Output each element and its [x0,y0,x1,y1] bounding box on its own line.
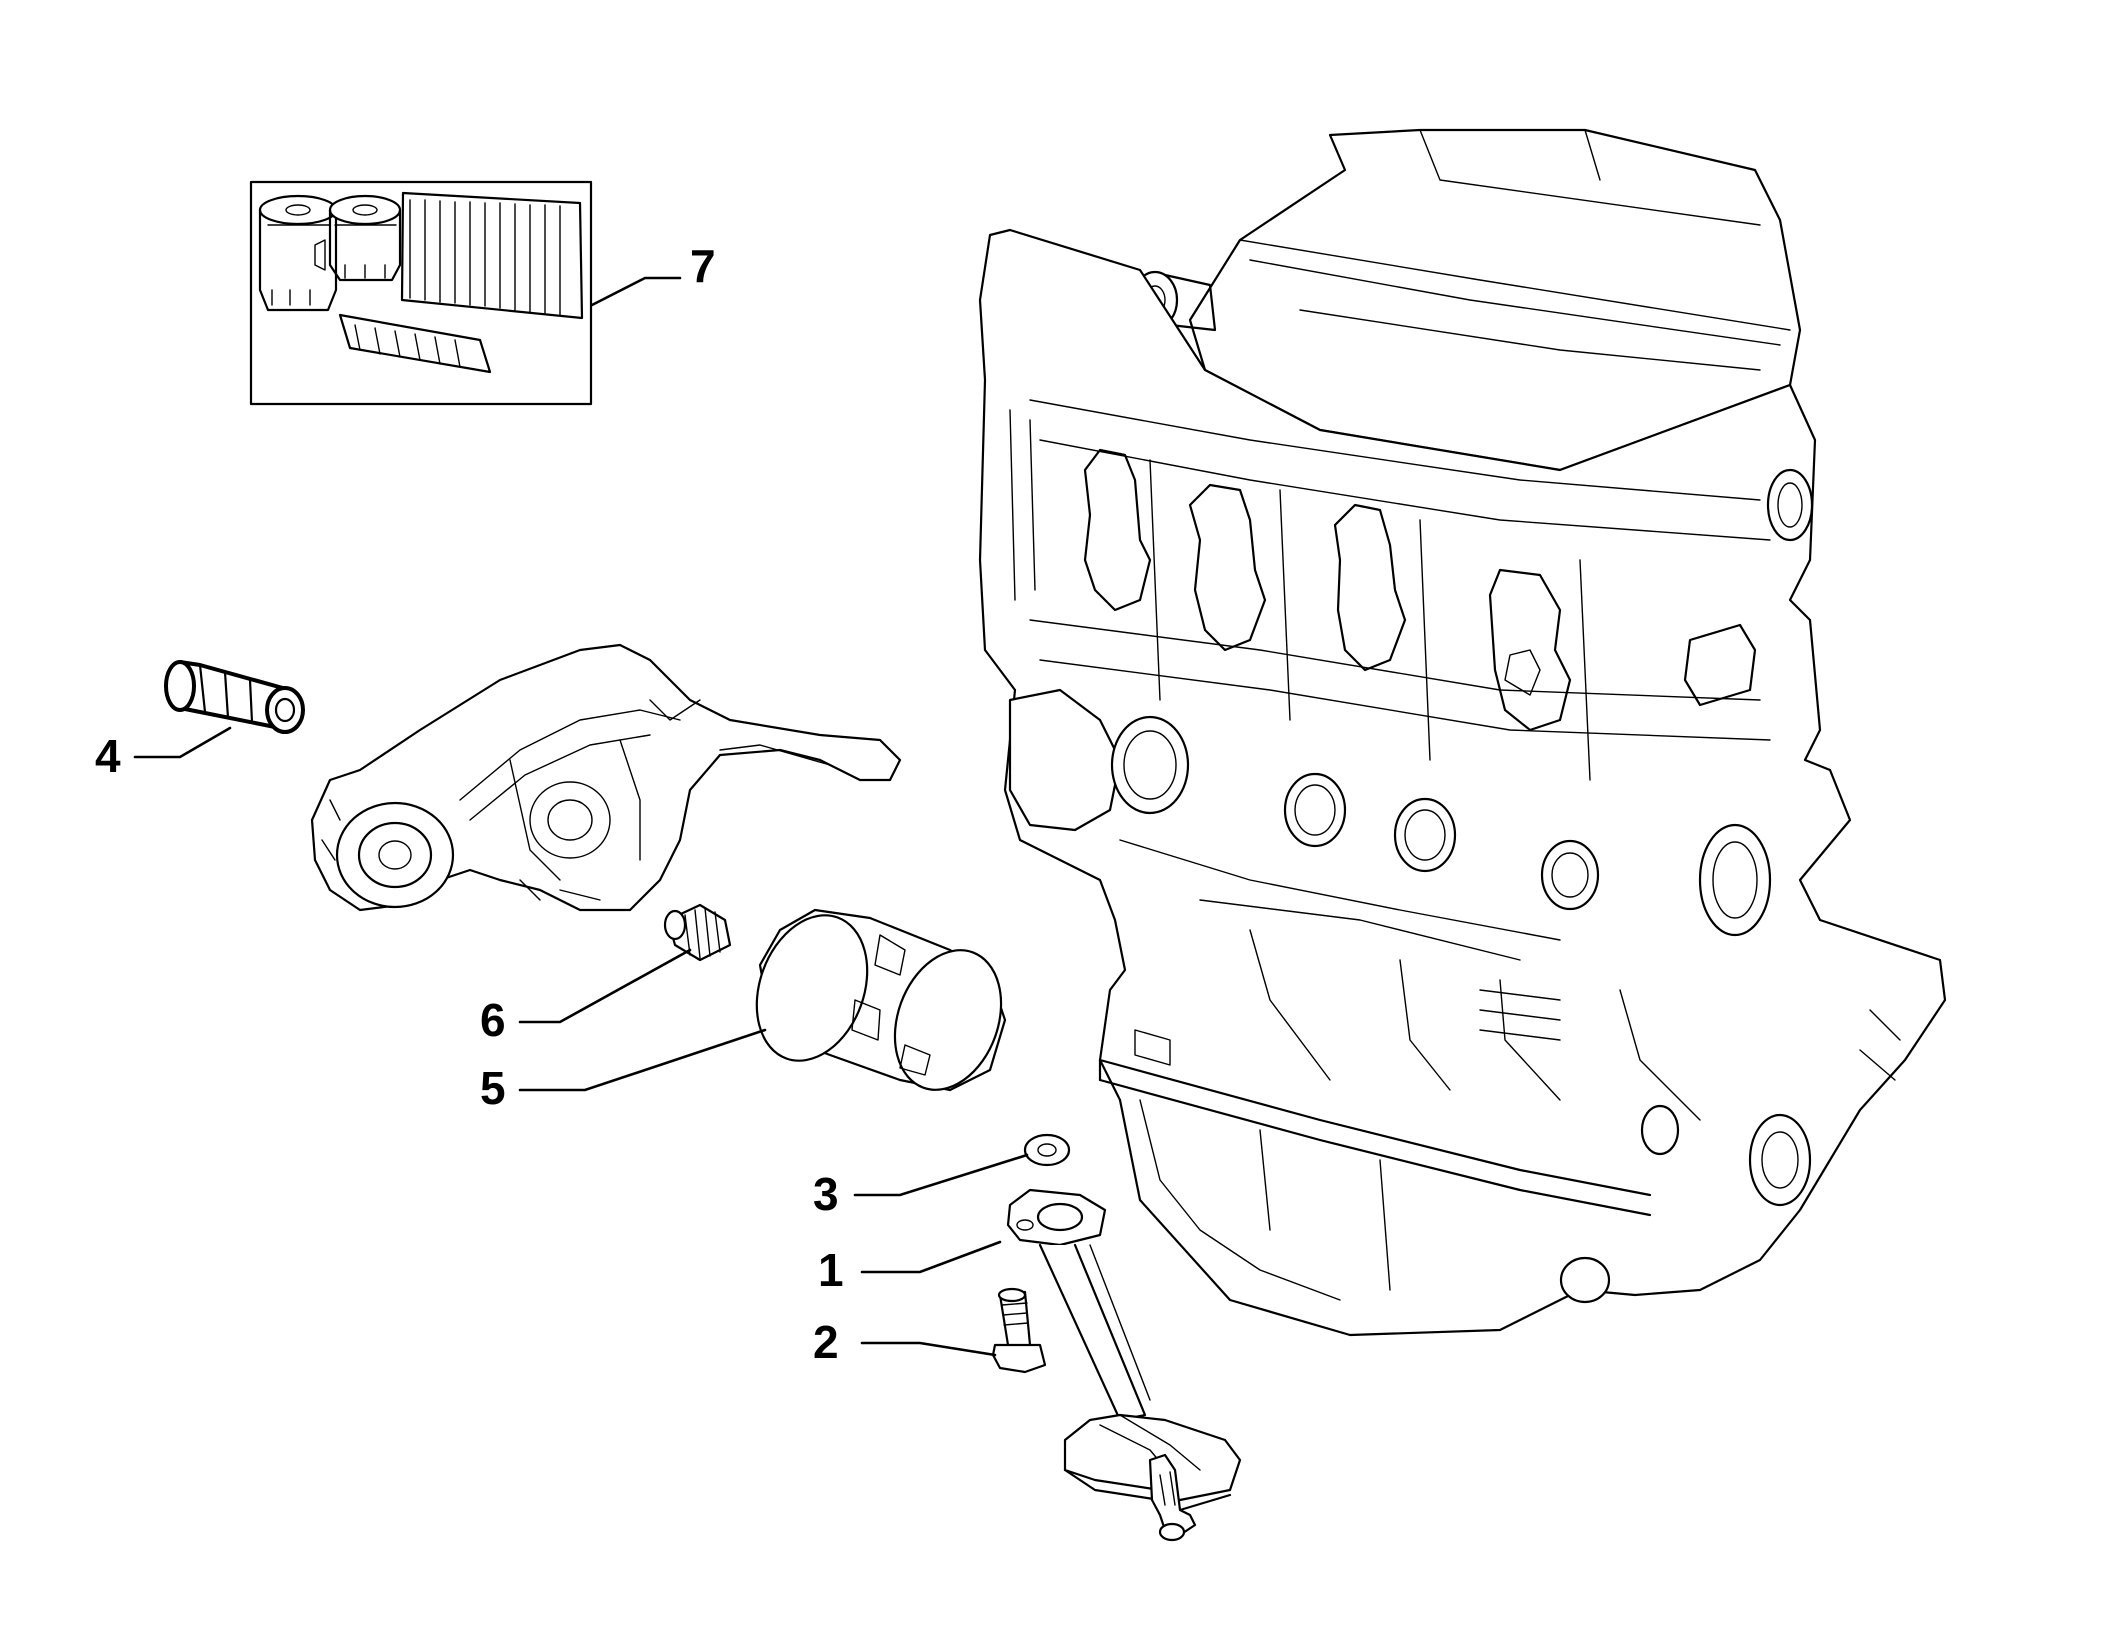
leader-4 [133,726,232,759]
callout-3: 3 [813,1168,839,1220]
part-1-oil-pickup [1006,1188,1242,1542]
leader-7 [590,276,682,307]
callout-5: 5 [480,1062,506,1114]
leader-3 [853,1153,1029,1197]
engine-block [978,128,1947,1337]
part-3-washer [1023,1133,1071,1167]
part-2-bolt [991,1287,1047,1374]
callout-1: 1 [818,1244,844,1296]
part-5-oil-filter [755,908,1007,1092]
callout-labels: 7 4 6 5 3 1 2 [95,240,844,1368]
callout-7: 7 [690,240,716,292]
callout-4: 4 [95,730,121,782]
part-4-oil-pressure-switch [164,660,305,734]
leader-6 [518,948,692,1024]
oil-pump-housing [310,643,902,912]
callout-2: 2 [813,1316,839,1368]
part-7-filter-kit [249,180,593,406]
part-6-plug [663,903,732,962]
leader-lines [133,276,1029,1357]
leader-1 [860,1240,1002,1274]
leader-5 [518,1028,767,1092]
leader-2 [860,1341,997,1357]
callout-6: 6 [480,994,506,1046]
